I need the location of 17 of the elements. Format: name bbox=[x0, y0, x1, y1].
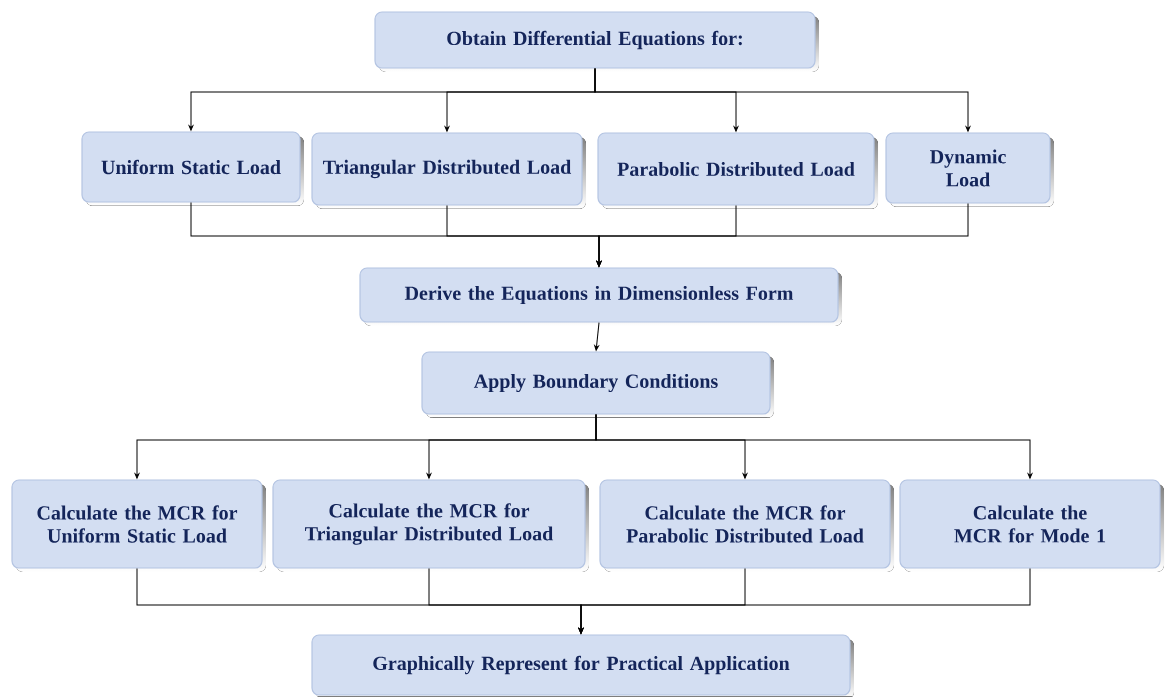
process-box: Derive the Equations in Dimensionless Form bbox=[359, 267, 842, 326]
process-box: Graphically Represent for Practical Application bbox=[311, 634, 854, 697]
process-box: Triangular Distributed Load bbox=[311, 132, 586, 209]
process-box: Calculate the MCR for Triangular Distributed Load bbox=[272, 479, 589, 572]
arrow bbox=[595, 414, 1033, 479]
process-box: Calculate the MCR for Mode 1 bbox=[899, 479, 1164, 572]
process-box: Calculate the MCR for Uniform Static Load bbox=[11, 479, 266, 572]
arrow bbox=[594, 68, 971, 132]
process-box: Calculate the MCR for Parabolic Distributed Load bbox=[599, 479, 894, 572]
process-box: Uniform Static Load bbox=[81, 131, 304, 206]
arrow bbox=[596, 203, 969, 267]
process-box: Apply Boundary Conditions bbox=[421, 351, 774, 418]
process-box: Obtain Differential Equations for: bbox=[374, 11, 819, 72]
arrow bbox=[578, 568, 1031, 634]
process-box: Dynamic Load bbox=[885, 132, 1054, 207]
arrow bbox=[594, 322, 600, 351]
process-box: Parabolic Distributed Load bbox=[597, 132, 878, 209]
